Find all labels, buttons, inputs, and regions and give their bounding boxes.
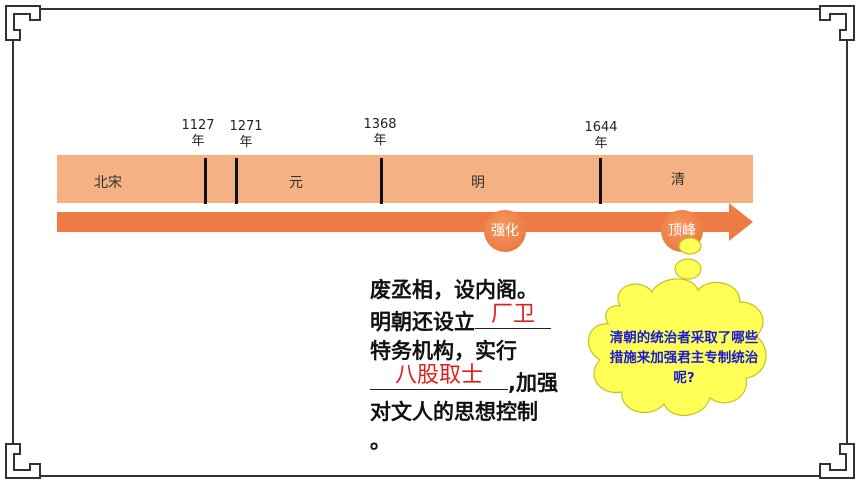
answer-2: 八股取士 xyxy=(394,363,483,388)
text-line-5: 对文人的思想控制 xyxy=(370,400,538,424)
text-line-2: 明朝还设立厂卫 xyxy=(370,302,585,337)
answer-1: 厂卫 xyxy=(490,302,535,327)
divider-1271 xyxy=(235,158,238,204)
dynasty-label-qing: 清 xyxy=(671,172,685,188)
dynasty-label-yuan: 元 xyxy=(289,175,303,191)
question-text: 清朝的统治者采取了哪些措施来加强君主专制统治呢? xyxy=(609,330,759,386)
dynasty-label-ming: 明 xyxy=(471,175,485,191)
thought-cloud xyxy=(587,237,767,417)
ming-measures-text: 废丞相，设内阁。 明朝还设立厂卫 特务机构，实行 八股取士,加强 对文人的思想控… xyxy=(370,276,585,456)
divider-1368 xyxy=(380,158,383,204)
text-line-1: 废丞相，设内阁。 xyxy=(370,278,538,302)
dynasty-band: 北宋 元 明 清 xyxy=(57,155,753,203)
text-line-6: 。 xyxy=(370,429,391,453)
text-line-4: 八股取士,加强 xyxy=(370,363,585,398)
divider-1127 xyxy=(204,158,207,204)
text-line-3: 特务机构，实行 xyxy=(370,339,517,363)
answer-blank-1: 厂卫 xyxy=(475,302,551,329)
divider-1644 xyxy=(599,158,602,204)
dynasty-label-northern-song: 北宋 xyxy=(94,175,122,191)
marker-strengthen: 强化 xyxy=(484,210,526,252)
answer-blank-2: 八股取士 xyxy=(370,363,508,390)
timeline-arrow xyxy=(57,203,753,241)
